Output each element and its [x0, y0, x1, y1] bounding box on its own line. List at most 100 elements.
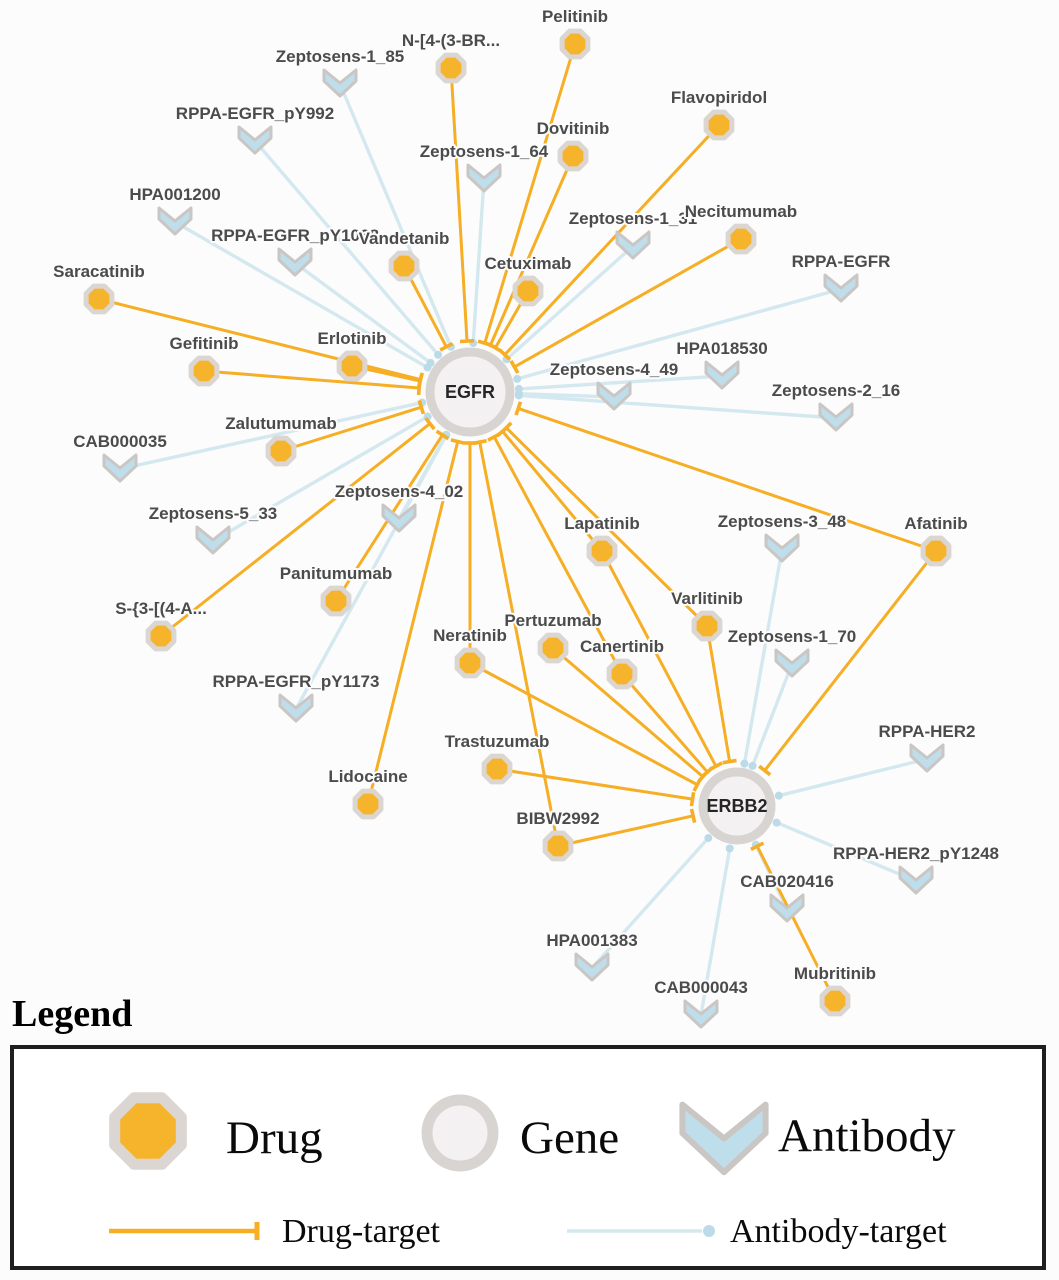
antibody-icon[interactable]: [277, 247, 313, 277]
drug-icon[interactable]: [352, 788, 384, 820]
antibody-icon[interactable]: [278, 693, 314, 723]
drug-node-trastuzumab[interactable]: [481, 753, 513, 785]
drug-icon[interactable]: [512, 275, 544, 307]
drug-icon[interactable]: [320, 585, 352, 617]
antibody-icon[interactable]: [774, 648, 810, 678]
drug-icon[interactable]: [481, 753, 513, 785]
drug-node-zalutumumab[interactable]: [265, 435, 297, 467]
antibody-target-edge: [742, 548, 784, 764]
antibody-node-cab000035[interactable]: [102, 453, 138, 483]
drug-node-s-3-4-a[interactable]: [145, 620, 177, 652]
antibody-icon[interactable]: [909, 743, 945, 773]
drug-node-lidocaine[interactable]: [352, 788, 384, 820]
drug-icon[interactable]: [388, 250, 420, 282]
antibody-icon[interactable]: [157, 206, 193, 236]
drug-node-erlotinib[interactable]: [336, 350, 368, 382]
drug-icon[interactable]: [819, 985, 851, 1017]
drug-node-vandetanib[interactable]: [388, 250, 420, 282]
drug-node-lapatinib[interactable]: [586, 535, 618, 567]
antibody-node-zeptosens-1-70[interactable]: [774, 648, 810, 678]
drug-target-tack: [435, 429, 450, 441]
antibody-icon[interactable]: [683, 999, 719, 1029]
gene-node-egfr[interactable]: EGFR: [425, 347, 515, 437]
antibody-icon[interactable]: [381, 503, 417, 533]
antibody-node-rppa-egfr-py1068[interactable]: [277, 247, 313, 277]
node-layer: EGFR ERBB2: [83, 28, 952, 1029]
drug-node-mubritinib[interactable]: [819, 985, 851, 1017]
drug-icon[interactable]: [557, 140, 589, 172]
antibody-node-hpa018530[interactable]: [704, 360, 740, 390]
drug-icon[interactable]: [83, 283, 115, 315]
antibody-icon[interactable]: [102, 453, 138, 483]
antibody-node-zeptosens-2-16[interactable]: [818, 402, 854, 432]
drug-icon[interactable]: [188, 355, 220, 387]
antibody-icon[interactable]: [615, 230, 651, 260]
antibody-icon[interactable]: [764, 533, 800, 563]
drug-node-n-4-3-br[interactable]: [435, 52, 467, 84]
drug-icon[interactable]: [435, 52, 467, 84]
drug-node-necitumumab[interactable]: [725, 223, 757, 255]
antibody-icon[interactable]: [195, 525, 231, 555]
antibody-icon[interactable]: [322, 68, 358, 98]
drug-node-dovitinib[interactable]: [557, 140, 589, 172]
antibody-icon[interactable]: [466, 163, 502, 193]
drug-icon[interactable]: [703, 109, 735, 141]
antibody-icon[interactable]: [898, 865, 934, 895]
antibody-node-zeptosens-1-64[interactable]: [466, 163, 502, 193]
gene-node-erbb2[interactable]: ERBB2: [698, 767, 776, 845]
antibody-node-rppa-egfr-py1173[interactable]: [278, 693, 314, 723]
antibody-node-cab000043[interactable]: [683, 999, 719, 1029]
antibody-icon[interactable]: [704, 360, 740, 390]
antibody-node-hpa001200[interactable]: [157, 206, 193, 236]
antibody-icon[interactable]: [818, 402, 854, 432]
antibody-node-zeptosens-1-85[interactable]: [322, 68, 358, 98]
antibody-node-rppa-egfr[interactable]: [823, 273, 859, 303]
drug-icon[interactable]: [920, 535, 952, 567]
drug-node-canertinib[interactable]: [606, 658, 638, 690]
antibody-node-zeptosens-4-02[interactable]: [381, 503, 417, 533]
drug-icon[interactable]: [454, 647, 486, 679]
drug-node-flavopiridol[interactable]: [703, 109, 735, 141]
antibody-icon[interactable]: [823, 273, 859, 303]
antibody-icon[interactable]: [769, 893, 805, 923]
antibody-node-hpa001383[interactable]: [574, 952, 610, 982]
drug-target-edge: [496, 767, 693, 801]
drug-icon[interactable]: [691, 610, 723, 642]
antibody-icon[interactable]: [574, 952, 610, 982]
drug-target-tack: [417, 399, 426, 415]
antibody-node-zeptosens-5-33[interactable]: [195, 525, 231, 555]
drug-node-saracatinib[interactable]: [83, 283, 115, 315]
antibody-node-rppa-her2-py1248[interactable]: [898, 865, 934, 895]
gene-icon[interactable]: [425, 347, 515, 437]
drug-node-pertuzumab[interactable]: [537, 632, 569, 664]
drug-node-varlitinib[interactable]: [691, 610, 723, 642]
antibody-node-zeptosens-4-49[interactable]: [596, 381, 632, 411]
antibody-node-cab020416[interactable]: [769, 893, 805, 923]
drug-node-pelitinib[interactable]: [559, 28, 591, 60]
drug-node-gefitinib[interactable]: [188, 355, 220, 387]
antibody-node-rppa-egfr-py992[interactable]: [237, 125, 273, 155]
drug-icon[interactable]: [336, 350, 368, 382]
antibody-node-zeptosens-3-48[interactable]: [764, 533, 800, 563]
gene-icon[interactable]: [698, 767, 776, 845]
drug-icon[interactable]: [542, 830, 574, 862]
drug-icon[interactable]: [586, 535, 618, 567]
drug-node-afatinib[interactable]: [920, 535, 952, 567]
drug-icon[interactable]: [725, 223, 757, 255]
antibody-target-edge: [518, 374, 723, 391]
drug-node-cetuximab[interactable]: [512, 275, 544, 307]
drug-target-tack: [500, 421, 513, 435]
drug-node-neratinib[interactable]: [454, 647, 486, 679]
drug-icon[interactable]: [559, 28, 591, 60]
drug-node-bibw2992[interactable]: [542, 830, 574, 862]
drug-icon[interactable]: [606, 658, 638, 690]
drug-icon[interactable]: [145, 620, 177, 652]
drug-target-edge: [160, 422, 431, 638]
drug-node-panitumumab[interactable]: [320, 585, 352, 617]
antibody-icon[interactable]: [596, 381, 632, 411]
drug-icon[interactable]: [537, 632, 569, 664]
antibody-node-rppa-her2[interactable]: [909, 743, 945, 773]
antibody-node-zeptosens-1-31[interactable]: [615, 230, 651, 260]
drug-icon[interactable]: [265, 435, 297, 467]
antibody-icon[interactable]: [237, 125, 273, 155]
